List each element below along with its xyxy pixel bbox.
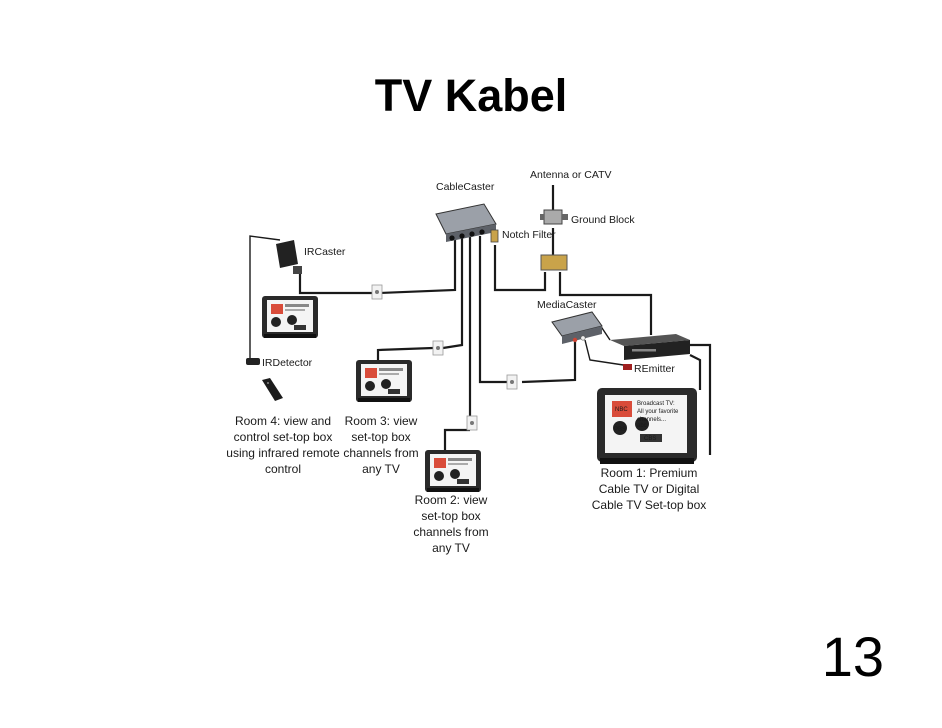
wall-outlet <box>506 374 518 390</box>
remitter <box>623 364 632 370</box>
cable-lines <box>249 185 712 455</box>
irdetector <box>246 358 260 365</box>
logo-cbs: CBS <box>644 436 656 442</box>
ircaster-label: IRCaster <box>304 246 346 258</box>
set-top-box-device <box>610 334 690 360</box>
svg-text:Room 4: view and: Room 4: view and <box>235 414 331 428</box>
svg-text:set-top box: set-top box <box>421 509 480 523</box>
notch-filter <box>490 229 499 243</box>
room1-tv <box>597 388 697 464</box>
room4-tv <box>262 296 318 338</box>
wall-outlet <box>432 340 444 356</box>
svg-text:Room 1: Premium: Room 1: Premium <box>601 466 698 480</box>
svg-text:channels from: channels from <box>343 446 418 460</box>
wall-outlet <box>371 284 383 300</box>
svg-text:control set-top box: control set-top box <box>234 430 333 444</box>
slide-title: TV Kabel <box>374 70 568 121</box>
room2-caption: Room 2: view set-top box channels from a… <box>413 493 488 555</box>
room4-caption: Room 4: view and control set-top box usi… <box>226 414 340 476</box>
svg-text:Cable TV Set-top box: Cable TV Set-top box <box>592 498 707 512</box>
ground-block-label: Ground Block <box>571 214 635 226</box>
cablecaster-label: CableCaster <box>436 181 495 193</box>
room2-tv <box>425 450 481 492</box>
svg-text:any TV: any TV <box>362 462 400 476</box>
cablecaster-device <box>435 203 497 242</box>
wall-outlet <box>466 415 478 431</box>
room1-caption: Room 1: Premium Cable TV or Digital Cabl… <box>592 466 707 512</box>
tv-screen-line: All your favorite <box>637 409 679 415</box>
logo-pbs: PBS <box>614 427 626 433</box>
svg-text:Room 3: view: Room 3: view <box>345 414 418 428</box>
mediacaster-label: MediaCaster <box>537 299 597 311</box>
svg-text:set-top box: set-top box <box>351 430 410 444</box>
svg-text:using infrared remote: using infrared remote <box>226 446 340 460</box>
ground-block <box>540 209 568 225</box>
mediacaster-device <box>551 311 603 344</box>
svg-text:Room 2: view: Room 2: view <box>415 493 488 507</box>
tv-screen-line: channels... <box>637 417 666 423</box>
room3-caption: Room 3: view set-top box channels from a… <box>343 414 418 476</box>
svg-text:any TV: any TV <box>432 541 470 555</box>
svg-text:control: control <box>265 462 301 476</box>
tv-screen-line: Broadcast TV: <box>637 401 675 407</box>
remote-control-icon <box>262 378 283 401</box>
svg-text:channels from: channels from <box>413 525 488 539</box>
antenna-label: Antenna or CATV <box>530 169 612 181</box>
logo-nbc: NBC <box>615 407 628 413</box>
splitter <box>540 254 568 271</box>
irdetector-label: IRDetector <box>262 357 313 369</box>
logo-abc: abc <box>637 423 647 429</box>
ircaster-device <box>276 240 302 274</box>
room3-tv <box>356 360 412 402</box>
remitter-label: REmitter <box>634 363 675 375</box>
page-number: 13 <box>821 625 884 688</box>
notch-filter-label: Notch Filter <box>502 229 556 241</box>
svg-text:Cable TV or Digital: Cable TV or Digital <box>599 482 700 496</box>
